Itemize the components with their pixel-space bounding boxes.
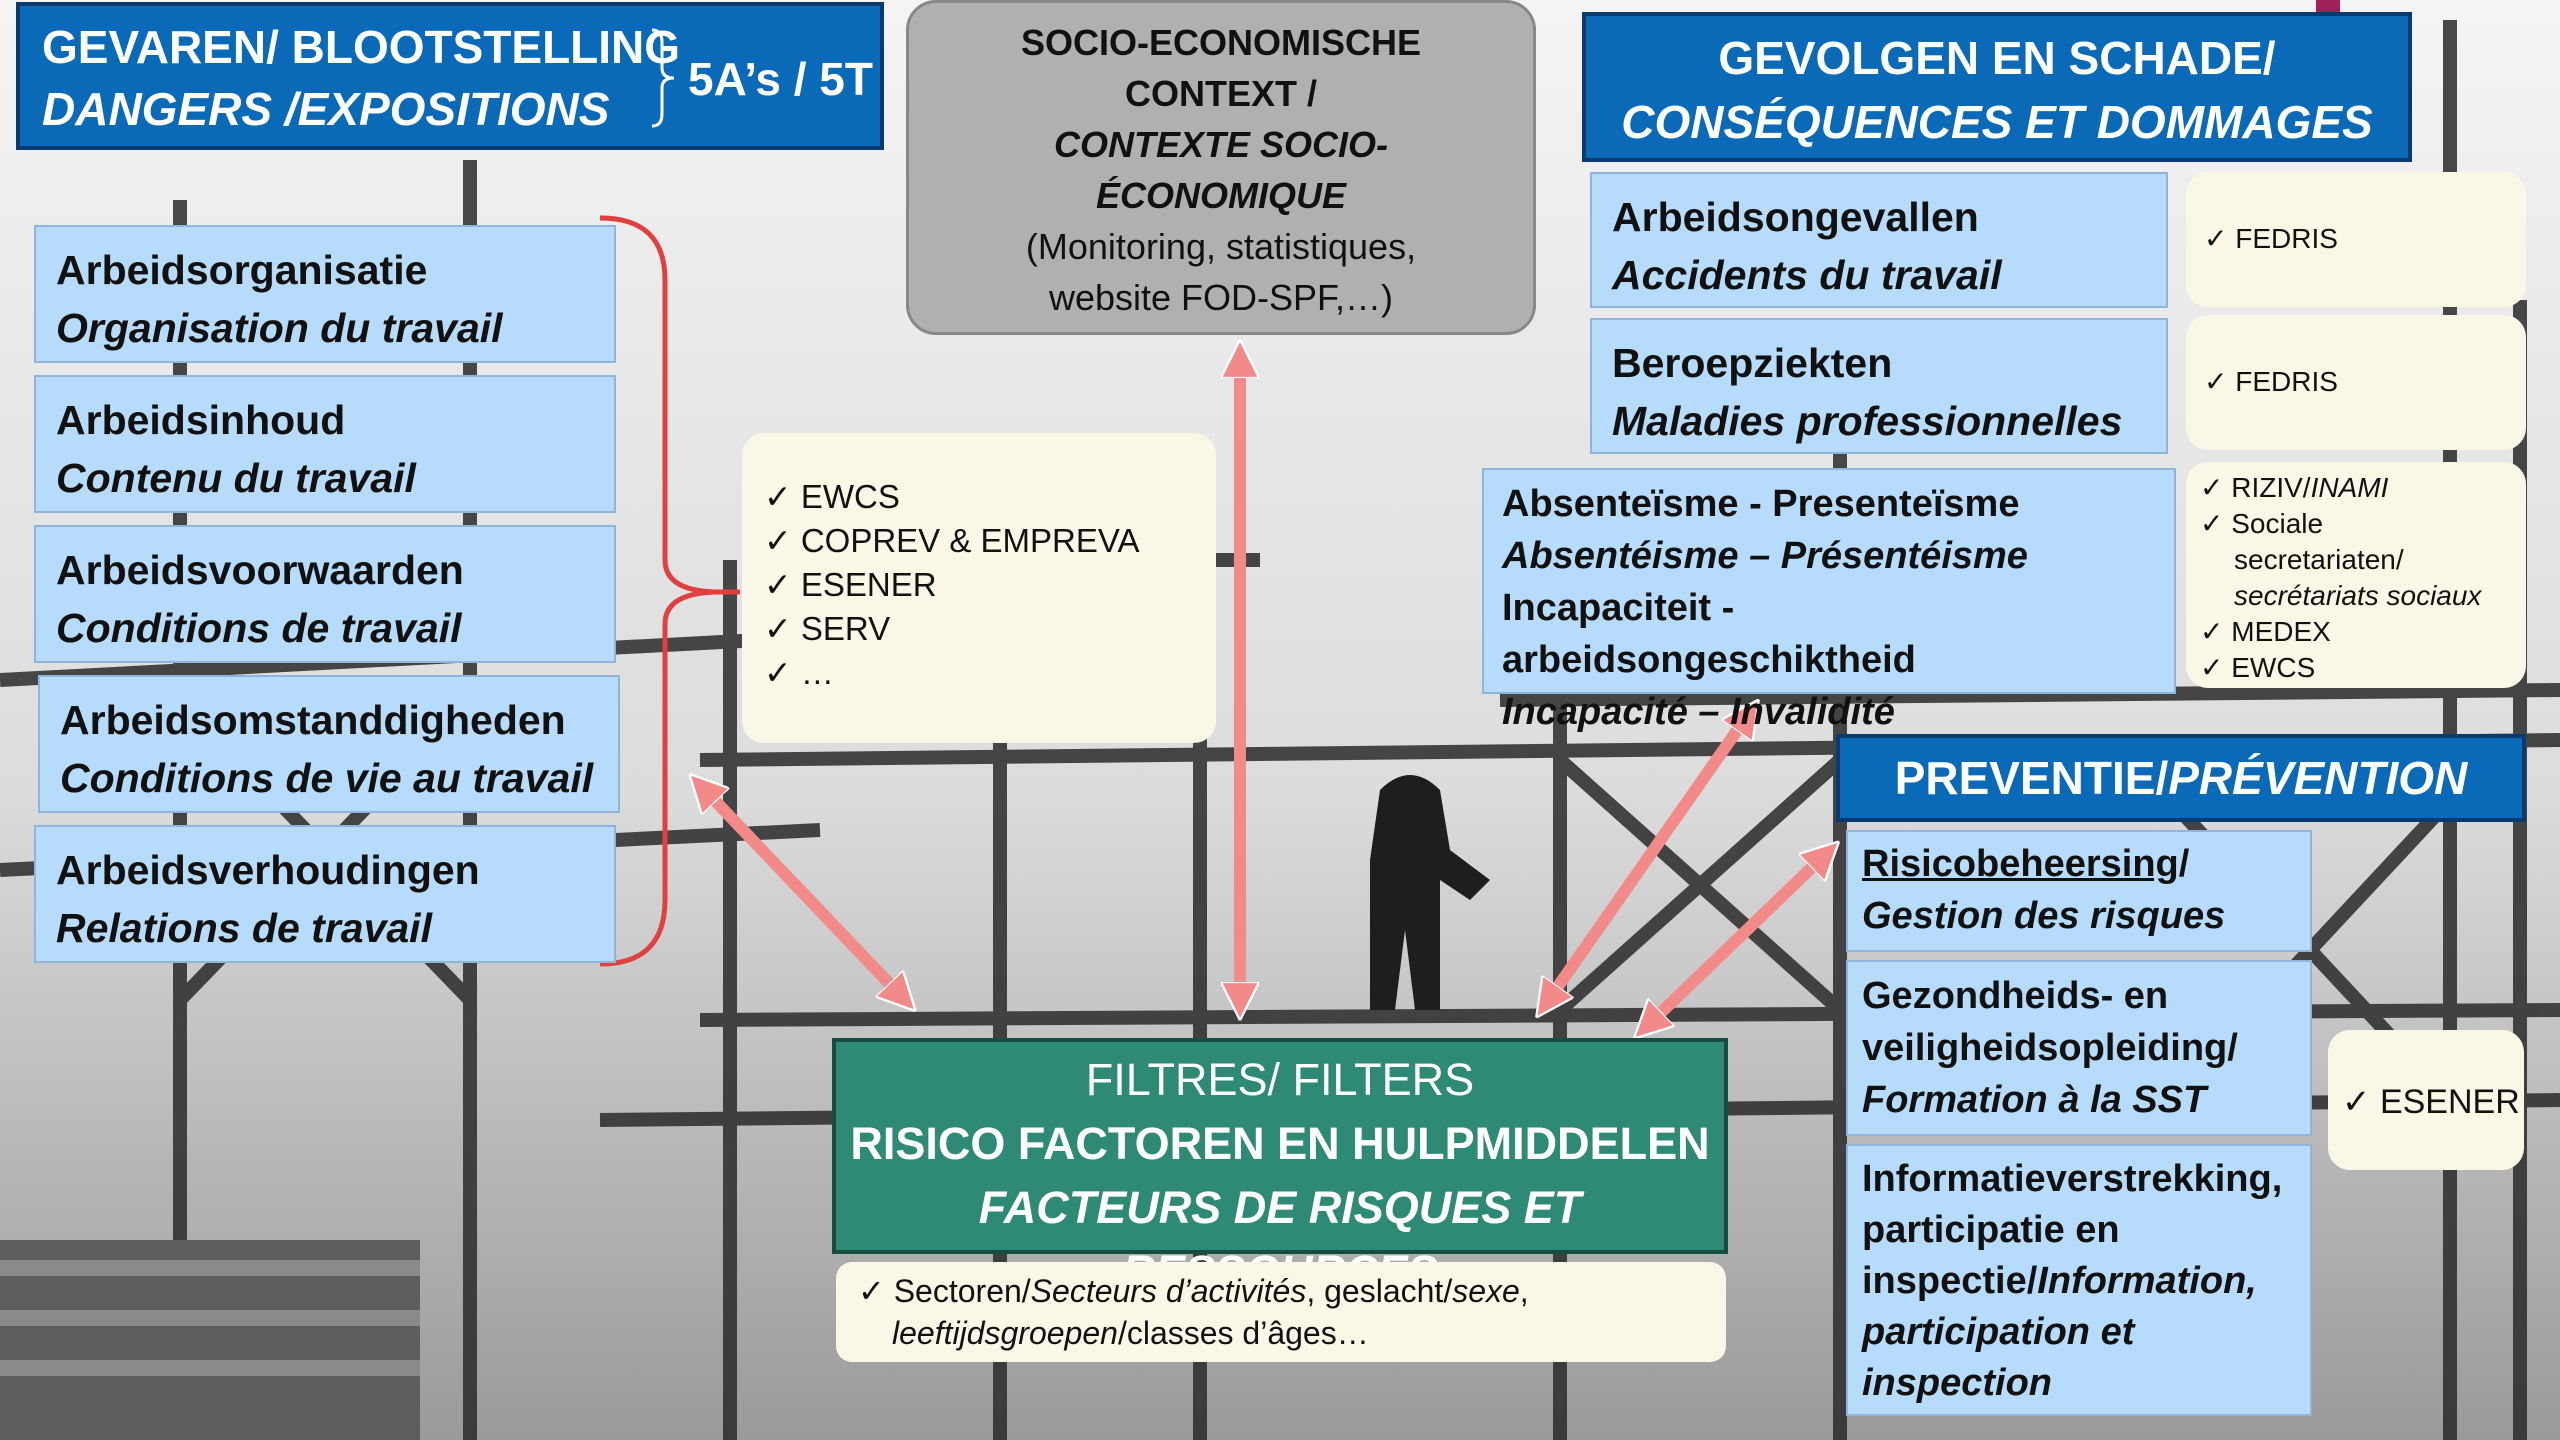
note-age-nl: leeftijdsgroepen [892, 1315, 1118, 1351]
training-line2: veiligheidsopleiding/ [1862, 1027, 2238, 1069]
source-item: FEDRIS [2204, 217, 2504, 261]
socio-line1: SOCIO-ECONOMISCHE [1020, 22, 1422, 63]
absent-line3: Incapaciteit - arbeidsongeschiktheid [1502, 587, 1916, 681]
source-riziv: RIZIV/ [2231, 472, 2311, 503]
training-source-note: ESENER [2328, 1030, 2524, 1170]
risk-nl: Risicobeheersing [1862, 843, 2179, 885]
filters-note-line2: leeftijdsgroepen/classes d’âges… [858, 1312, 1708, 1354]
danger-item-fr: Conditions de travail [56, 605, 462, 651]
source-inami: INAMI [2310, 472, 2389, 503]
note-sectors-fr: Secteurs d’activités [1030, 1273, 1307, 1309]
danger-item-nl: Arbeidsvoorwaarden [56, 547, 464, 593]
source-medex: MEDEX [2231, 616, 2331, 647]
source-item: … [764, 651, 1194, 695]
consequences-title-fr: CONSÉQUENCES ET DOMMAGES [1621, 96, 2373, 148]
training-fr: Formation à la SST [1862, 1079, 2207, 1121]
consequences-title-box: GEVOLGEN EN SCHADE/ CONSÉQUENCES ET DOMM… [1582, 12, 2412, 162]
danger-item-fr: Relations de travail [56, 905, 432, 951]
danger-item-circumstances: Arbeidsomstanddigheden Conditions de vie… [38, 675, 620, 813]
danger-item-nl: Arbeidsinhoud [56, 397, 346, 443]
source-item-cont: secretariaten/ [2234, 544, 2404, 575]
absent-line1: Absenteïsme - Presenteïsme [1502, 483, 2020, 525]
source-item: ESENER [2342, 1080, 2520, 1124]
danger-item-nl: Arbeidsverhoudingen [56, 847, 480, 893]
accidents-fr: Accidents du travail [1612, 252, 2002, 298]
source-sociale: Sociale [2231, 508, 2324, 539]
socio-line4: ÉCONOMIQUE [1095, 175, 1346, 216]
socio-line2: CONTEXT / [1124, 73, 1317, 114]
absenteeism-box: Absenteïsme - Presenteïsme Absentéisme –… [1482, 468, 2176, 733]
accidents-nl: Arbeidsongevallen [1612, 194, 1979, 240]
accidents-source-note: FEDRIS [2186, 172, 2526, 307]
info-line3b: Information, [2037, 1260, 2257, 1302]
danger-item-nl: Arbeidsorganisatie [56, 247, 428, 293]
dangers-badge: 5A’s / 5T [688, 53, 873, 105]
source-item: EWCS [764, 475, 1194, 519]
diseases-box: Beroepziekten Maladies professionnelles [1590, 318, 2168, 454]
absenteeism-sources-note: ✓ RIZIV/INAMI ✓ Sociale secretariaten/ s… [2186, 462, 2526, 688]
dangers-title-box: GEVAREN/ BLOOTSTELLING DANGERS /EXPOSITI… [16, 2, 884, 150]
info-line1: Informatieverstrekking, [1862, 1158, 2283, 1200]
filters-note: ✓ Sectoren/Secteurs d’activités, geslach… [836, 1262, 1726, 1362]
filters-line1: FILTRES/ FILTERS [1085, 1054, 1475, 1105]
danger-item-fr: Contenu du travail [56, 455, 416, 501]
source-item: ✓ MEDEX [2200, 616, 2331, 647]
info-line3a: inspectie/ [1862, 1260, 2038, 1302]
source-item: FEDRIS [2204, 360, 2504, 404]
note-sectors-nl: Sectoren/ [893, 1273, 1031, 1309]
absent-line4: Incapacité – Invalidité [1502, 691, 1895, 733]
filters-note-line1: ✓ Sectoren/Secteurs d’activités, geslach… [858, 1273, 1529, 1309]
note-comma: , [1519, 1273, 1529, 1309]
prevention-title-fr: PRÉVENTION [2168, 752, 2468, 804]
source-item-cont: secrétariats sociaux [2234, 580, 2482, 611]
source-ewcs: EWCS [2231, 652, 2316, 683]
note-gender-nl: , geslacht/ [1306, 1273, 1453, 1309]
info-line2: participatie en [1862, 1209, 2120, 1251]
source-item: ✓ EWCS [2200, 652, 2316, 683]
filters-line2: RISICO FACTOREN EN HULPMIDDELEN [850, 1118, 1710, 1169]
danger-item-fr: Conditions de vie au travail [60, 755, 594, 801]
training-box: Gezondheids- en veiligheidsopleiding/ Fo… [1846, 960, 2312, 1136]
information-box: Informatieverstrekking, participatie en … [1846, 1144, 2312, 1416]
danger-item-content: Arbeidsinhoud Contenu du travail [34, 375, 616, 513]
note-gender-fr: sexe [1452, 1273, 1520, 1309]
socio-line5: (Monitoring, statistiques, [1025, 226, 1417, 267]
source-item: ✓ RIZIV/INAMI [2200, 472, 2389, 503]
socio-economic-box: SOCIO-ECONOMISCHE CONTEXT / CONTEXTE SOC… [906, 0, 1536, 335]
consequences-title-nl: GEVOLGEN EN SCHADE/ [1718, 32, 2276, 84]
diseases-fr: Maladies professionnelles [1612, 398, 2123, 444]
training-line1: Gezondheids- en [1862, 975, 2169, 1017]
dangers-sources-note: EWCS COPREV & EMPREVA ESENER SERV … [742, 433, 1216, 743]
diseases-nl: Beroepziekten [1612, 340, 1893, 386]
socio-line6: website FOD-SPF,…) [1048, 277, 1394, 318]
prevention-title-nl: PREVENTIE/ [1894, 752, 2169, 804]
title-brace [651, 28, 675, 128]
source-item: COPREV & EMPREVA [764, 519, 1194, 563]
info-line5: inspection [1862, 1362, 2053, 1404]
note-age-fr: /classes d’âges… [1117, 1315, 1369, 1351]
filters-box: FILTRES/ FILTERS RISICO FACTOREN EN HULP… [832, 1038, 1728, 1297]
danger-item-fr: Organisation du travail [56, 305, 503, 351]
risk-fr: Gestion des risques [1862, 895, 2226, 937]
danger-item-nl: Arbeidsomstanddigheden [60, 697, 566, 743]
dangers-title-fr: DANGERS /EXPOSITIONS [42, 83, 610, 135]
danger-item-relations: Arbeidsverhoudingen Relations de travail [34, 825, 616, 963]
info-line4: participation et [1862, 1311, 2135, 1353]
source-item: SERV [764, 607, 1194, 651]
absent-line2: Absentéisme – Présentéisme [1502, 535, 2028, 577]
prevention-title-box: PREVENTIE/PRÉVENTION [1836, 734, 2526, 822]
source-item: ✓ Sociale [2200, 508, 2324, 539]
diseases-source-note: FEDRIS [2186, 315, 2526, 450]
risk-management-box: Risicobeheersing/ Gestion des risques [1846, 830, 2312, 952]
danger-item-organisation: Arbeidsorganisatie Organisation du trava… [34, 225, 616, 363]
source-item: ESENER [764, 563, 1194, 607]
socio-line3: CONTEXTE SOCIO- [1053, 124, 1389, 165]
danger-item-conditions: Arbeidsvoorwaarden Conditions de travail [34, 525, 616, 663]
dangers-title-nl: GEVAREN/ BLOOTSTELLING [42, 21, 681, 73]
risk-slash: / [2178, 843, 2190, 885]
accidents-box: Arbeidsongevallen Accidents du travail [1590, 172, 2168, 308]
